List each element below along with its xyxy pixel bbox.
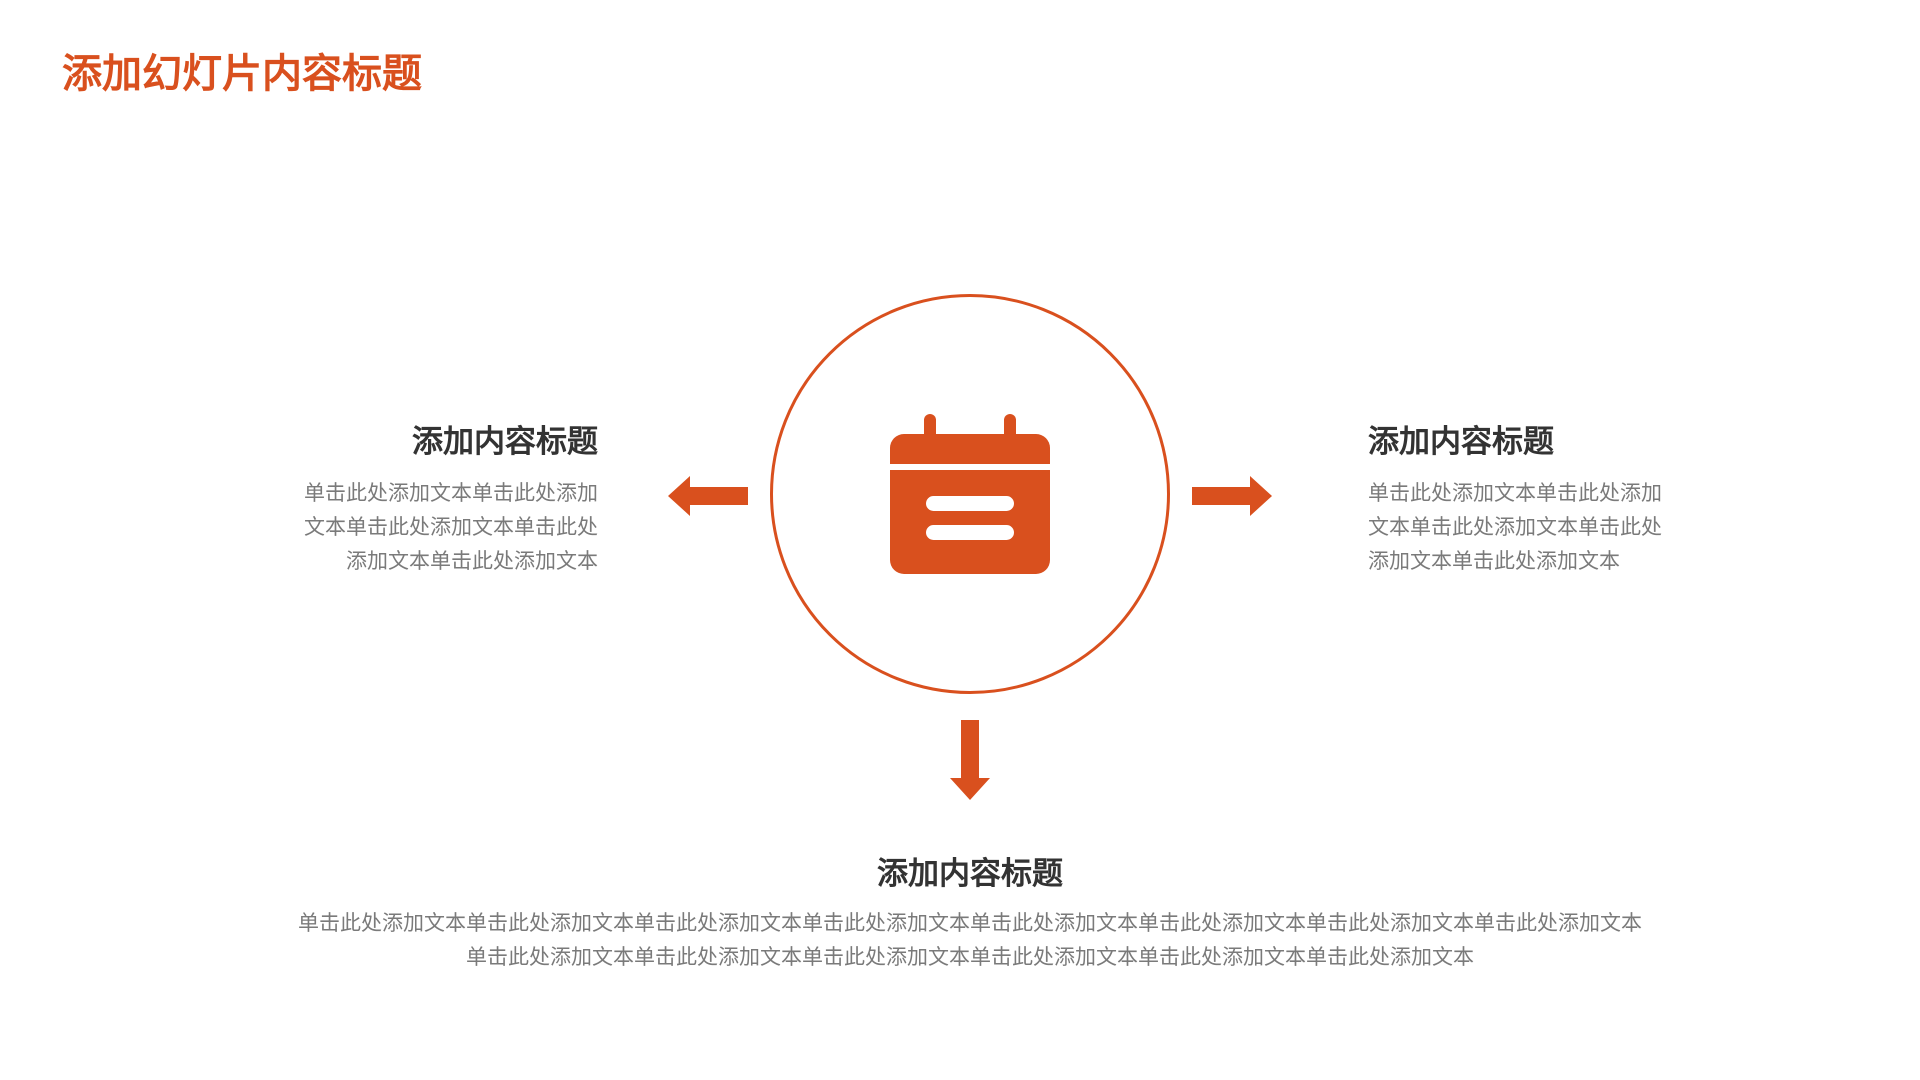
slide-title: 添加幻灯片内容标题: [62, 50, 422, 97]
bottom-block-heading: 添加内容标题: [877, 856, 1063, 892]
arrow-right-icon: [1192, 476, 1272, 516]
right-block-line: 文本单击此处添加文本单击此处: [1368, 515, 1662, 539]
arrow-left-icon: [668, 476, 748, 516]
bottom-block-line: 单击此处添加文本单击此处添加文本单击此处添加文本单击此处添加文本单击此处添加文本…: [466, 945, 1474, 969]
right-block-text: 单击此处添加文本单击此处添加 文本单击此处添加文本单击此处 添加文本单击此处添加…: [1368, 476, 1662, 578]
bottom-block-line: 单击此处添加文本单击此处添加文本单击此处添加文本单击此处添加文本单击此处添加文本…: [298, 911, 1642, 935]
left-block-line: 文本单击此处添加文本单击此处: [304, 515, 598, 539]
left-block-text: 单击此处添加文本单击此处添加 文本单击此处添加文本单击此处 添加文本单击此处添加…: [304, 476, 598, 578]
left-block-heading: 添加内容标题: [412, 424, 598, 460]
arrow-down-icon: [950, 720, 990, 800]
right-block-line: 单击此处添加文本单击此处添加: [1368, 481, 1662, 505]
center-circle: [770, 294, 1170, 694]
left-block-line: 添加文本单击此处添加文本: [346, 549, 598, 573]
calendar-icon: [890, 414, 1050, 574]
right-block-heading: 添加内容标题: [1368, 424, 1554, 460]
right-block-line: 添加文本单击此处添加文本: [1368, 549, 1620, 573]
bottom-block-text: 单击此处添加文本单击此处添加文本单击此处添加文本单击此处添加文本单击此处添加文本…: [0, 906, 1920, 974]
left-block-line: 单击此处添加文本单击此处添加: [304, 481, 598, 505]
